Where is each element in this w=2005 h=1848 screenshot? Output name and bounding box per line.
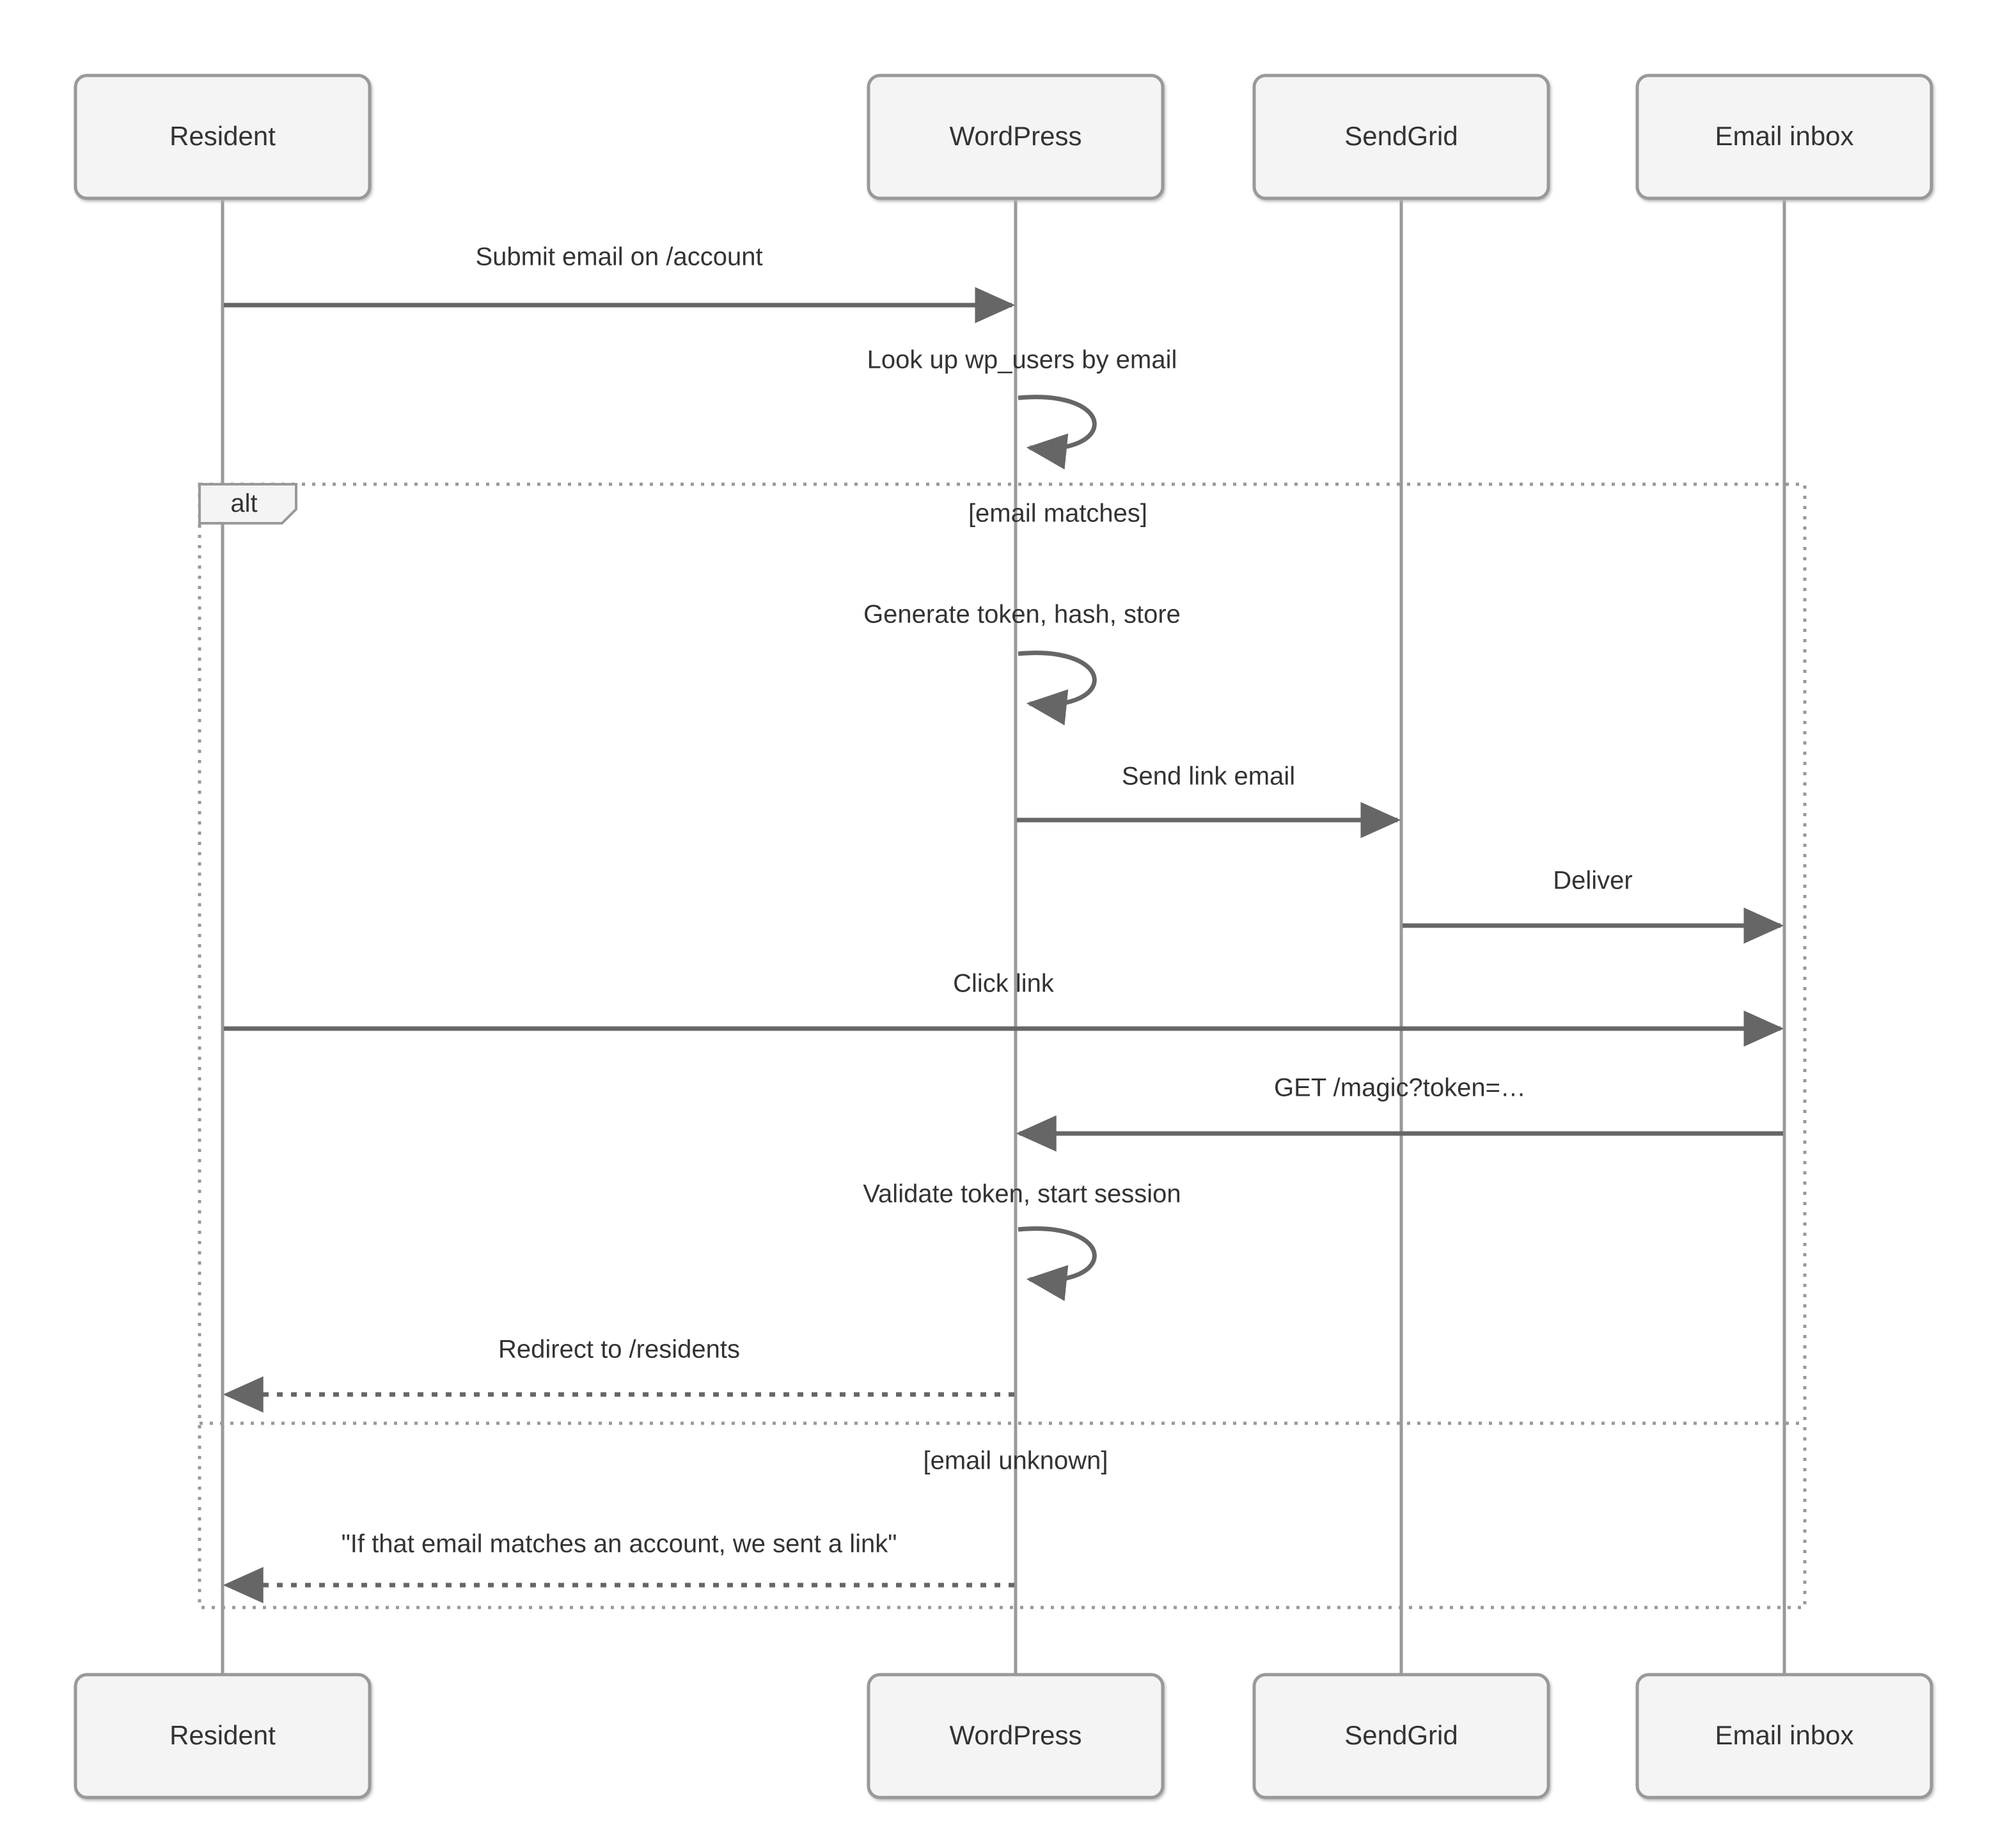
alt-tag-label: alt (230, 489, 257, 517)
message-label-m5: Deliver (1553, 867, 1632, 895)
actor-box-shape (1252, 74, 1550, 200)
actor-label-resident: Resident (169, 121, 276, 151)
actor-box-wordpress-top[interactable]: WordPress (867, 74, 1165, 200)
actor-box-shape (74, 74, 372, 200)
message-arrow-m8 (1018, 1226, 1097, 1301)
actor-box-shape (1635, 74, 1933, 200)
actor-box-resident-top[interactable]: Resident (74, 74, 372, 200)
message-label-m3: Generate token, hash, store (863, 601, 1181, 629)
message-arrow-m3 (1018, 651, 1097, 725)
alt-fragment-labels-group: alt [email matches] [email unknown] (198, 483, 1147, 1475)
actor-box-shape (1252, 1673, 1550, 1799)
message-label-m9: Redirect to /residents (498, 1336, 740, 1364)
actor-box-shape (74, 1673, 372, 1799)
actor-box-wordpress-bottom[interactable]: WordPress (867, 1673, 1165, 1799)
actor-box-inbox-top[interactable]: Email inbox (1635, 74, 1933, 200)
actor-label-wordpress: WordPress (950, 1720, 1082, 1750)
message-arrow-m2 (1018, 395, 1097, 470)
message-label-m10: "If that email matches an account, we se… (342, 1530, 897, 1558)
actor-label-inbox: Email inbox (1715, 121, 1853, 151)
actor-box-inbox-bottom[interactable]: Email inbox (1635, 1673, 1933, 1799)
message-label-m6: Click link (953, 970, 1055, 998)
actor-box-shape (867, 1673, 1165, 1799)
actor-box-resident-bottom[interactable]: Resident (74, 1673, 372, 1799)
alt-fragment-group (198, 482, 1807, 1609)
actor-box-sendgrid-top[interactable]: SendGrid (1252, 74, 1550, 200)
alt-condition-label-0: [email matches] (968, 500, 1147, 528)
lifelines-group (221, 198, 1786, 1676)
actor-box-sendgrid-bottom[interactable]: SendGrid (1252, 1673, 1550, 1799)
alt-condition-label-1: [email unknown] (923, 1447, 1108, 1475)
actor-label-sendgrid: SendGrid (1344, 1720, 1458, 1750)
actor-label-inbox: Email inbox (1715, 1720, 1853, 1750)
alt-tag-shape (198, 483, 297, 525)
actor-box-shape (867, 74, 1165, 200)
message-label-m2: Look up wp_users by email (867, 346, 1177, 374)
actor-label-sendgrid: SendGrid (1344, 121, 1458, 151)
message-label-m4: Send link email (1122, 762, 1295, 791)
message-label-m8: Validate token, start session (863, 1180, 1181, 1208)
actor-label-resident: Resident (169, 1720, 276, 1750)
alt-fragment-border (198, 482, 1807, 1609)
alt-operator-tag: alt (198, 483, 297, 525)
actor-label-wordpress: WordPress (950, 121, 1082, 151)
actor-box-shape (1635, 1673, 1933, 1799)
message-label-m7: GET /magic?token=… (1274, 1074, 1526, 1102)
message-label-m1: Submit email on /account (475, 243, 762, 271)
